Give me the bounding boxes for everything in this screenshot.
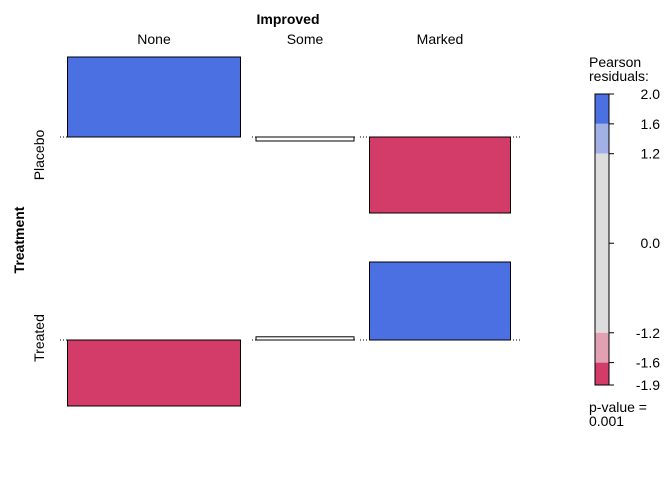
legend-tick-label-3: 0.0 (641, 235, 661, 251)
legend-frame (594, 93, 610, 386)
legend-title-line1: Pearson (589, 54, 641, 70)
residual-bar-placebo-none (67, 56, 241, 138)
legend-band-0 (595, 94, 609, 124)
pvalue-label: p-value = (589, 399, 647, 415)
legend-title-line2: residuals: (589, 68, 649, 84)
column-variable-title: Improved (256, 11, 319, 27)
legend-tick-label-4: -1.2 (636, 325, 660, 341)
residual-cells (60, 56, 520, 407)
pvalue-value: 0.001 (589, 413, 624, 429)
legend-band-3 (595, 332, 609, 363)
residual-bar-treated-none (67, 339, 241, 407)
legend-tick-label-5: -1.6 (636, 355, 660, 371)
legend-tick-label-0: 2.0 (641, 86, 661, 102)
residual-bar-treated-some (255, 336, 355, 341)
legend-tick-label-6: -1.9 (636, 377, 660, 393)
column-label-marked: Marked (417, 31, 464, 47)
legend-tick-label-2: 1.2 (641, 146, 661, 162)
legend-band-2 (595, 153, 609, 333)
row-label-treated: Treated (31, 314, 47, 362)
legend-band-1 (595, 123, 609, 154)
legend-band-4 (595, 362, 609, 385)
column-label-none: None (137, 31, 171, 47)
residual-bar-placebo-marked (369, 136, 511, 214)
residual-bar-placebo-some (255, 136, 355, 142)
column-label-some: Some (287, 31, 324, 47)
legend-tick-label-1: 1.6 (641, 116, 661, 132)
residual-bar-treated-marked (369, 261, 511, 341)
legend-color-scale: 2.0 1.6 1.2 0.0 -1.2 -1.6 -1.9 (594, 86, 661, 393)
row-label-placebo: Placebo (31, 129, 47, 180)
row-variable-title: Treatment (11, 206, 27, 273)
